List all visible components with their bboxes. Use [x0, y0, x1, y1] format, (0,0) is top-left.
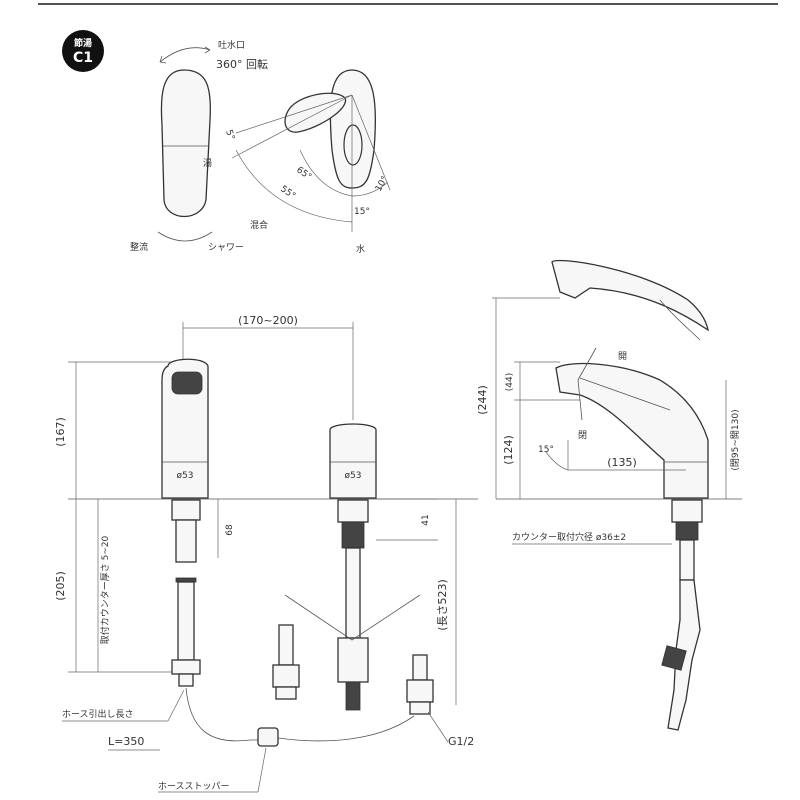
lever-close-arrow — [577, 379, 583, 421]
angle-arc-right — [351, 181, 389, 197]
thread-leader — [427, 711, 449, 743]
side-spout-curve — [659, 299, 701, 341]
hose-loop — [185, 687, 262, 742]
angle-arc-inner — [299, 149, 353, 197]
ray-10 — [351, 94, 391, 191]
right-valve-block — [337, 637, 369, 683]
badge-line1: 節湯 — [73, 37, 92, 49]
right-diameter-label: ø53 — [345, 471, 362, 481]
span-label: (170~200) — [238, 314, 298, 327]
left-shank — [175, 519, 197, 563]
angle-15-label: 15° — [354, 207, 370, 217]
hose-split-lines — [284, 594, 421, 641]
height-167-label: (167) — [54, 417, 67, 447]
left-hose-tip — [178, 673, 194, 687]
lever-open-arrow — [577, 347, 597, 381]
ray-5 — [231, 94, 353, 159]
badge-line2: C1 — [73, 50, 93, 66]
height-44-label: (44) — [505, 373, 515, 391]
counter-thickness-label: 取付カウンター厚さ 5~20 — [100, 535, 111, 644]
angle-5-label: 5° — [223, 129, 236, 142]
reach-135-label: (135) — [607, 456, 637, 469]
mix-label: 混合 — [250, 219, 268, 231]
side-spout-pulled — [551, 259, 709, 332]
top-view: 吐水口 360° 回転 整流 シャワー 5° 湯 65° 55° 10° 15°… — [130, 39, 391, 255]
shower-label: シャワー — [208, 243, 244, 253]
dim-68-label: 68 — [225, 524, 235, 536]
height-244-label: (244) — [476, 385, 489, 415]
ray-hot — [235, 94, 353, 134]
open-label: 開 — [618, 351, 627, 362]
dim-41-label: 41 — [421, 514, 431, 525]
left-mount-nut — [171, 499, 201, 521]
right-hose-end — [345, 681, 361, 711]
angle-arc-outer — [235, 149, 353, 223]
handle-top-opening — [343, 124, 363, 166]
hose-stopper-label: ホースストッパー — [158, 781, 230, 792]
side-mount-nut — [671, 499, 703, 523]
hose-stopper-shape — [257, 727, 279, 747]
side-valve — [661, 645, 687, 671]
counter-hole-label: カウンター取付穴径 ø36±2 — [512, 531, 626, 543]
shower-arc — [157, 231, 213, 242]
rotation-arc — [159, 47, 211, 63]
water-saving-badge: 節湯 C1 — [62, 30, 104, 72]
hose-length-label: L=350 — [108, 735, 144, 748]
length-523-label: (長さ523) — [436, 579, 449, 631]
left-hose-nut — [171, 659, 201, 675]
hose-pullout-label: ホース引出し長さ — [62, 708, 134, 720]
left-diameter-label: ø53 — [177, 471, 194, 481]
angle-10-label: 10° — [374, 175, 391, 194]
handle-top-outline — [329, 69, 376, 189]
branch-right-fitting — [406, 679, 434, 703]
front-view: (170~200) (167) (205) 取付カウンター厚さ 5~20 ø53… — [54, 314, 478, 793]
close-label: 閉 — [578, 430, 587, 441]
height-205-label: (205) — [54, 571, 67, 601]
branch-left-fitting — [272, 664, 300, 688]
height-124-label: (124) — [502, 435, 515, 465]
side-lever-line — [579, 377, 671, 411]
hot-label: 湯 — [203, 158, 212, 169]
branch-left-thread — [275, 686, 297, 700]
rotation-arrow-right — [204, 46, 211, 54]
branch-right-thread — [409, 701, 431, 715]
spout-rotation-degree: 360° 回転 — [216, 58, 268, 71]
left-hose — [177, 581, 195, 661]
lever-top-outline — [160, 69, 212, 217]
right-mount-nut — [337, 499, 369, 523]
side-shank-top — [675, 521, 699, 541]
side-view: (244) (44) (124) 開 閉 15° (135) (閉95~開130… — [476, 259, 742, 731]
branch-right-hose — [412, 654, 428, 681]
right-shank — [341, 521, 365, 549]
branch-left-hose — [278, 624, 294, 666]
right-hose — [345, 547, 361, 639]
angle-15-arc — [545, 451, 569, 471]
straight-label: 整流 — [130, 241, 148, 253]
thread-label: G1/2 — [448, 735, 474, 748]
cold-label: 水 — [356, 243, 365, 255]
spout-rotation-label: 吐水口 — [218, 39, 245, 51]
right-faucet-body — [329, 423, 377, 499]
hose-loop-right — [277, 715, 415, 742]
angle-55-label: 55° — [278, 184, 297, 201]
lever-range-label: (閉95~開130) — [730, 409, 741, 470]
side-shank — [679, 539, 695, 581]
side-angle-15-label: 15° — [538, 445, 554, 455]
rotation-arrow-left — [159, 55, 167, 64]
side-faucet-body — [555, 362, 709, 499]
left-spout-outlet — [171, 371, 203, 395]
hose-stopper-leader — [257, 747, 267, 793]
hose-pullout-leader — [167, 689, 185, 722]
